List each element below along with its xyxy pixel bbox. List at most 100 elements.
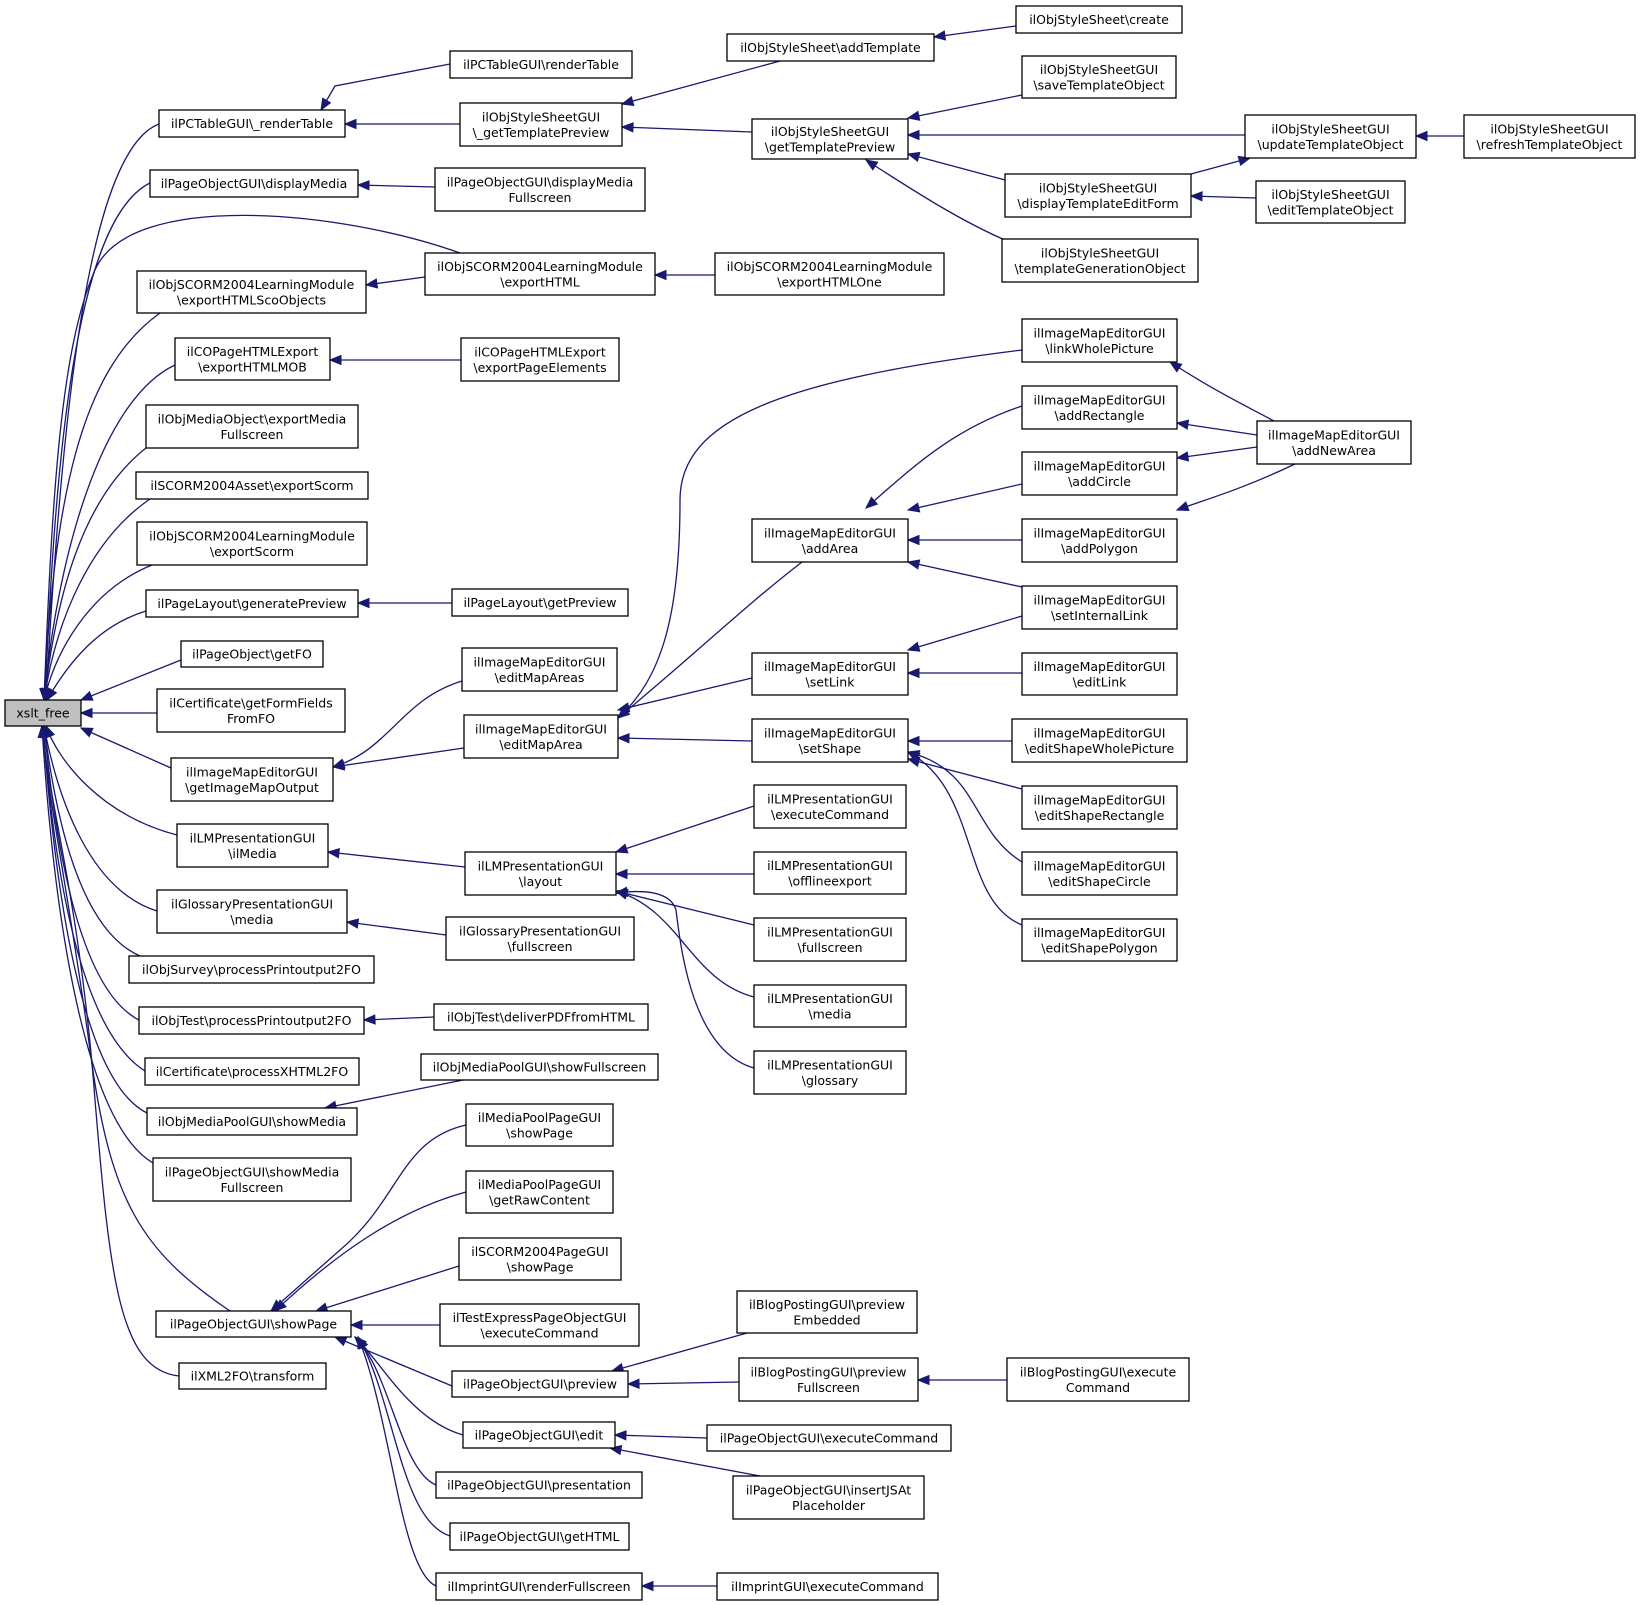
- node-ime-edit-map-area[interactable]: ilImageMapEditorGUI\editMapArea: [463, 714, 619, 759]
- node-ime-add-rectangle[interactable]: ilImageMapEditorGUI\addRectangle: [1021, 385, 1178, 430]
- node-lm-execute-command[interactable]: ilLMPresentationGUI\executeCommand: [753, 784, 907, 829]
- arrowhead-icon: [620, 95, 635, 107]
- node-scorm-lm-export-scorm[interactable]: ilObjSCORM2004LearningModule\exportScorm: [136, 521, 368, 566]
- node-imp-execute-command[interactable]: ilImprintGUI\executeCommand: [716, 1572, 939, 1601]
- node-box: [156, 688, 346, 733]
- node-lm-il-media[interactable]: ilLMPresentationGUI\ilMedia: [176, 823, 329, 868]
- node-box: [751, 718, 909, 763]
- node-box: [716, 1572, 939, 1601]
- node-xml2fo-transform[interactable]: ilXML2FO\transform: [178, 1362, 327, 1390]
- node-label: \showPage: [507, 1259, 574, 1274]
- node-blog-execute-command[interactable]: ilBlogPostingGUI\executeCommand: [1006, 1357, 1190, 1402]
- node-po-show-page[interactable]: ilPageObjectGUI\showPage: [155, 1310, 352, 1338]
- node-ime-edit-map-areas[interactable]: ilImageMapEditorGUI\editMapAreas: [461, 647, 618, 692]
- edge-line: [907, 94, 1023, 119]
- node-lm-glossary[interactable]: ilLMPresentationGUI\glossary: [753, 1050, 907, 1095]
- node-ss-template-generation-object[interactable]: ilObjStyleSheetGUI\templateGenerationObj…: [1001, 238, 1199, 283]
- node-ime-edit-link[interactable]: ilImageMapEditorGUI\editLink: [1021, 652, 1178, 696]
- node-box: [462, 1421, 616, 1449]
- arrowhead-icon: [640, 1580, 654, 1592]
- node-ime-set-link[interactable]: ilImageMapEditorGUI\setLink: [751, 652, 909, 696]
- node-scorm-export-html-one[interactable]: ilObjSCORM2004LearningModule\exportHTMLO…: [714, 252, 945, 296]
- node-po-get-fo[interactable]: ilPageObject\getFO: [180, 640, 324, 668]
- node-xslt-free[interactable]: xslt_free: [4, 699, 82, 727]
- node-mep-show-fullscreen[interactable]: ilObjMediaPoolGUI\showFullscreen: [420, 1053, 659, 1081]
- node-ss-save-template-object[interactable]: ilObjStyleSheetGUI\saveTemplateObject: [1021, 55, 1177, 99]
- edge-ime_add_rectangle-to-ime_add_area: [864, 405, 1023, 509]
- node-ss-get-template-preview[interactable]: ilObjStyleSheetGUI\getTemplatePreview: [751, 118, 909, 160]
- node-scorm-export-html-sco-objects[interactable]: ilObjSCORM2004LearningModule\exportHTMLS…: [136, 270, 367, 314]
- node-scp-show-page[interactable]: ilSCORM2004PageGUI\showPage: [458, 1237, 622, 1281]
- node-ss-add-template[interactable]: ilObjStyleSheet\addTemplate: [726, 33, 935, 62]
- node-ime-link-whole-picture[interactable]: ilImageMapEditorGUI\linkWholePicture: [1021, 318, 1178, 363]
- node-lm-media[interactable]: ilLMPresentationGUI\media: [753, 984, 907, 1028]
- node-po-presentation[interactable]: ilPageObjectGUI\presentation: [435, 1471, 643, 1499]
- node-ime-set-shape[interactable]: ilImageMapEditorGUI\setShape: [751, 718, 909, 763]
- edge-line: [320, 63, 451, 111]
- node-po-edit[interactable]: ilPageObjectGUI\edit: [462, 1421, 616, 1449]
- node-scorm-export-html[interactable]: ilObjSCORM2004LearningModule\exportHTML: [424, 252, 656, 296]
- node-label: ilImageMapEditorGUI: [1034, 592, 1166, 607]
- node-ss-edit-template-object[interactable]: ilObjStyleSheetGUI\editTemplateObject: [1255, 180, 1406, 224]
- node-ime-add-area[interactable]: ilImageMapEditorGUI\addArea: [751, 518, 909, 563]
- node-po-display-media[interactable]: ilPageObjectGUI\displayMedia: [149, 169, 359, 198]
- node-mep-show-media[interactable]: ilObjMediaPoolGUI\showMedia: [146, 1107, 358, 1136]
- node-ss-update-template-object[interactable]: ilObjStyleSheetGUI\updateTemplateObject: [1244, 114, 1417, 159]
- arrowhead-icon: [906, 667, 920, 679]
- node-scorm-asset-export-scorm[interactable]: ilSCORM2004Asset\exportScorm: [135, 471, 369, 500]
- node-ime-edit-shape-rectangle[interactable]: ilImageMapEditorGUI\editShapeRectangle: [1021, 785, 1178, 830]
- arrowhead-icon: [328, 354, 342, 366]
- node-pc-render-table[interactable]: ilPCTableGUI\renderTable: [449, 50, 633, 79]
- edge-line: [357, 1336, 437, 1587]
- node-ime-edit-shape-circle[interactable]: ilImageMapEditorGUI\editShapeCircle: [1021, 851, 1178, 896]
- node-ime-edit-shape-polygon[interactable]: ilImageMapEditorGUI\editShapePolygon: [1021, 918, 1178, 962]
- node-box: [726, 33, 935, 62]
- node-ss-create[interactable]: ilObjStyleSheet\create: [1015, 5, 1183, 34]
- node-co-export-page-elements[interactable]: ilCOPageHTMLExport\exportPageElements: [460, 337, 620, 382]
- node-cert-process-xhtml[interactable]: ilCertificate\processXHTML2FO: [144, 1057, 360, 1086]
- node-tex-execute-command[interactable]: ilTestExpressPageObjectGUI\executeComman…: [439, 1303, 640, 1347]
- node-tst-process-printoutput[interactable]: ilObjTest\processPrintoutput2FO: [138, 1006, 365, 1035]
- node-ime-edit-shape-whole-picture[interactable]: ilImageMapEditorGUI\editShapeWholePictur…: [1011, 718, 1188, 763]
- node-lm-offlineexport[interactable]: ilLMPresentationGUI\offlineexport: [753, 851, 907, 895]
- arrowhead-icon: [46, 687, 58, 702]
- node-pl-generate-preview[interactable]: ilPageLayout\generatePreview: [145, 589, 359, 618]
- node-co-export-html-mob[interactable]: ilCOPageHTMLExport\exportHTMLMOB: [174, 337, 331, 381]
- node-ss-display-template-edit-form[interactable]: ilObjStyleSheetGUI\displayTemplateEditFo…: [1004, 173, 1192, 218]
- node-pc-render-table-priv[interactable]: ilPCTableGUI\_renderTable: [158, 109, 346, 138]
- node-pl-get-preview[interactable]: ilPageLayout\getPreview: [451, 588, 629, 617]
- node-lm-fullscreen[interactable]: ilLMPresentationGUI\fullscreen: [753, 917, 907, 962]
- node-tst-deliver-pdf[interactable]: ilObjTest\deliverPDFfromHTML: [433, 1003, 649, 1031]
- node-mpp-get-raw-content[interactable]: ilMediaPoolPageGUI\getRawContent: [465, 1170, 614, 1214]
- node-ime-set-internal-link[interactable]: ilImageMapEditorGUI\setInternalLink: [1021, 585, 1178, 630]
- node-ime-get-image-map-output[interactable]: ilImageMapEditorGUI\getImageMapOutput: [170, 757, 334, 802]
- node-glo-media[interactable]: ilGlossaryPresentationGUI\media: [156, 889, 348, 934]
- edge-line: [80, 659, 182, 701]
- node-mpp-show-page[interactable]: ilMediaPoolPageGUI\showPage: [465, 1103, 614, 1147]
- node-glo-fullscreen[interactable]: ilGlossaryPresentationGUI\fullscreen: [445, 916, 635, 961]
- node-ime-add-new-area[interactable]: ilImageMapEditorGUI\addNewArea: [1256, 420, 1412, 465]
- node-ss-get-template-preview-priv[interactable]: ilObjStyleSheetGUI\_getTemplatePreview: [459, 102, 623, 147]
- node-po-execute-command[interactable]: ilPageObjectGUI\executeCommand: [706, 1424, 952, 1452]
- node-ime-add-polygon[interactable]: ilImageMapEditorGUI\addPolygon: [1021, 518, 1178, 563]
- node-po-preview[interactable]: ilPageObjectGUI\preview: [451, 1370, 629, 1398]
- edge-line: [615, 890, 755, 1069]
- node-lm-layout[interactable]: ilLMPresentationGUI\layout: [464, 851, 617, 896]
- node-imp-render-fullscreen[interactable]: ilImprintGUI\renderFullscreen: [435, 1572, 643, 1601]
- node-ime-add-circle[interactable]: ilImageMapEditorGUI\addCircle: [1021, 451, 1178, 496]
- node-box: [149, 169, 359, 198]
- node-svy-process-printoutput[interactable]: ilObjSurvey\processPrintoutput2FO: [128, 955, 375, 984]
- node-label: ilPageLayout\getPreview: [463, 595, 616, 610]
- arrowhead-icon: [349, 1319, 363, 1331]
- node-ss-refresh-template-object[interactable]: ilObjStyleSheetGUI\refreshTemplateObject: [1463, 114, 1636, 159]
- node-label: ilImageMapEditorGUI: [764, 525, 896, 540]
- node-box: [459, 102, 623, 147]
- node-po-get-html[interactable]: ilPageObjectGUI\getHTML: [449, 1522, 630, 1551]
